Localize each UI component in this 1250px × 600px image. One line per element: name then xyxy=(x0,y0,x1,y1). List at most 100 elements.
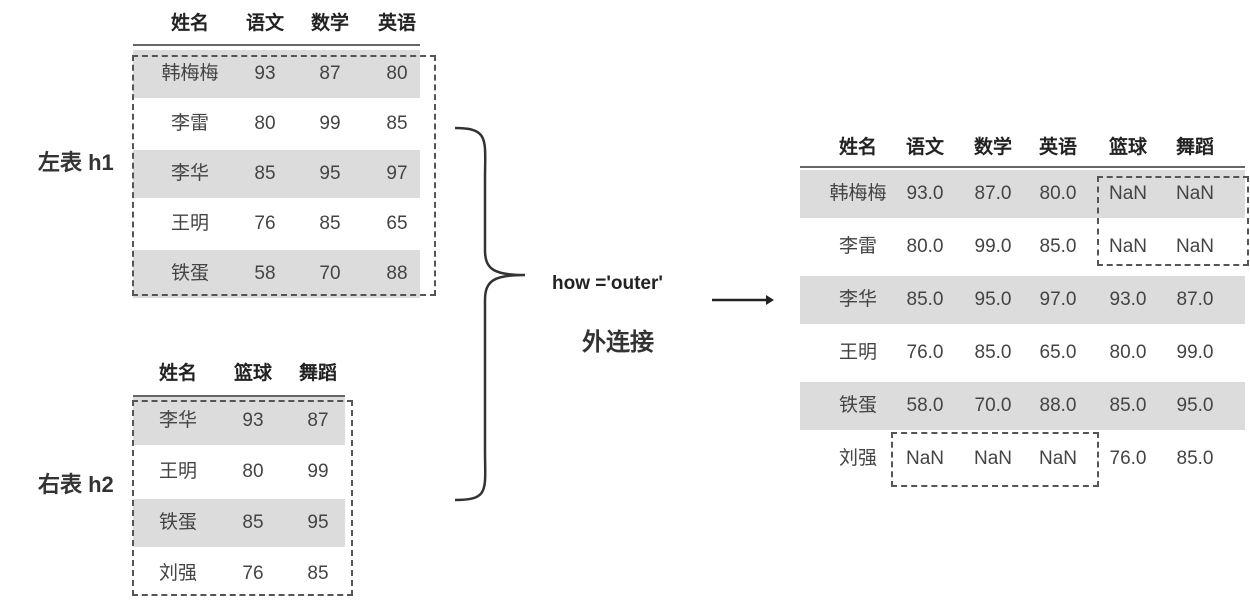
right-table-dashed-box xyxy=(132,400,353,596)
table-cell: 97 xyxy=(386,163,408,184)
table-row xyxy=(133,397,345,445)
table-cell: 99.0 xyxy=(974,236,1012,257)
left-table-header-rule xyxy=(133,44,420,46)
table-cell: NaN xyxy=(1175,236,1214,257)
table-cell: 76 xyxy=(254,213,276,234)
table-cell: 87.0 xyxy=(1176,289,1214,310)
row-name: 李华 xyxy=(158,410,197,431)
table-cell: 70.0 xyxy=(974,395,1012,416)
table-cell: 99 xyxy=(307,461,329,482)
table-cell: 85.0 xyxy=(1109,395,1147,416)
table-cell: 87 xyxy=(319,63,341,84)
row-name: 李华 xyxy=(170,163,209,184)
table-cell: 85.0 xyxy=(974,342,1012,363)
column-header: 姓名 xyxy=(838,137,877,158)
table-cell: 76.0 xyxy=(1109,448,1147,469)
column-header: 语文 xyxy=(245,13,284,34)
table-cell: 85 xyxy=(319,213,341,234)
table-cell: 80 xyxy=(242,461,264,482)
table-cell: 80.0 xyxy=(1039,183,1077,204)
table-row xyxy=(133,150,420,198)
row-name: 韩梅梅 xyxy=(161,63,219,84)
operation-code: how ='outer' xyxy=(552,273,663,294)
table-cell: 80.0 xyxy=(906,236,944,257)
row-name: 刘强 xyxy=(158,563,197,584)
column-header: 舞蹈 xyxy=(298,363,337,384)
row-name: 刘强 xyxy=(838,448,877,469)
table-cell: NaN xyxy=(1175,183,1214,204)
result-table-header-rule xyxy=(800,166,1245,168)
table-cell: 87.0 xyxy=(974,183,1012,204)
table-cell: NaN xyxy=(1038,448,1077,469)
table-cell: 88.0 xyxy=(1039,395,1077,416)
table-cell: 85 xyxy=(386,113,408,134)
column-header: 舞蹈 xyxy=(1175,137,1214,158)
table-cell: 95 xyxy=(307,512,329,533)
column-header: 数学 xyxy=(310,13,349,34)
table-row xyxy=(800,170,1245,218)
table-cell: 93 xyxy=(242,410,264,431)
row-name: 王明 xyxy=(838,342,877,363)
table-cell: 80 xyxy=(386,63,408,84)
table-cell: 70 xyxy=(319,263,341,284)
arrow-right-icon xyxy=(712,295,774,305)
table-cell: 58.0 xyxy=(906,395,944,416)
row-name: 铁蛋 xyxy=(838,395,877,416)
column-header: 英语 xyxy=(1038,137,1077,158)
row-name: 王明 xyxy=(158,461,197,482)
column-header: 姓名 xyxy=(170,13,209,34)
row-name: 铁蛋 xyxy=(158,512,197,533)
column-header: 语文 xyxy=(905,137,944,158)
table-cell: NaN xyxy=(1108,183,1147,204)
row-name: 铁蛋 xyxy=(170,263,209,284)
table-cell: NaN xyxy=(973,448,1012,469)
table-cell: 85 xyxy=(307,563,329,584)
result-nan-box-bottom xyxy=(891,432,1099,487)
table-cell: 85 xyxy=(242,512,264,533)
table-row xyxy=(800,276,1245,324)
table-row xyxy=(133,499,345,547)
table-cell: 85.0 xyxy=(1039,236,1077,257)
operation-caption: 外连接 xyxy=(582,329,654,356)
table-cell: 85.0 xyxy=(906,289,944,310)
table-cell: 65 xyxy=(386,213,408,234)
row-name: 李华 xyxy=(838,289,877,310)
row-name: 韩梅梅 xyxy=(829,183,887,204)
table-cell: 95.0 xyxy=(1176,395,1214,416)
row-name: 王明 xyxy=(170,213,209,234)
left-table-dashed-box xyxy=(132,55,436,296)
column-header: 英语 xyxy=(377,13,416,34)
column-header: 篮球 xyxy=(1108,137,1147,158)
table-cell: 95.0 xyxy=(974,289,1012,310)
right-table-label: 右表 h2 xyxy=(38,472,114,497)
result-nan-box-right xyxy=(1097,176,1249,266)
table-cell: 97.0 xyxy=(1039,289,1077,310)
table-cell: 85 xyxy=(254,163,276,184)
table-cell: 93 xyxy=(254,63,276,84)
table-row xyxy=(800,382,1245,430)
right-table-header-rule xyxy=(133,395,345,397)
table-cell: 58 xyxy=(254,263,276,284)
table-row xyxy=(133,250,420,298)
table-cell: NaN xyxy=(905,448,944,469)
table-cell: 80 xyxy=(254,113,276,134)
column-header: 篮球 xyxy=(233,363,272,384)
row-name: 李雷 xyxy=(170,113,209,134)
left-table-label: 左表 h1 xyxy=(38,150,114,175)
table-cell: 93.0 xyxy=(1109,289,1147,310)
table-cell: 76.0 xyxy=(906,342,944,363)
table-cell: 99.0 xyxy=(1176,342,1214,363)
column-header: 数学 xyxy=(973,137,1012,158)
column-header: 姓名 xyxy=(158,363,197,384)
table-cell: 80.0 xyxy=(1109,342,1147,363)
table-cell: 76 xyxy=(242,563,264,584)
table-cell: 99 xyxy=(319,113,341,134)
table-cell: 88 xyxy=(386,263,408,284)
table-cell: 87 xyxy=(307,410,329,431)
table-cell: 65.0 xyxy=(1039,342,1077,363)
row-name: 李雷 xyxy=(838,236,877,257)
table-row xyxy=(133,50,420,98)
table-cell: 85.0 xyxy=(1176,448,1214,469)
curly-brace-icon xyxy=(454,126,526,502)
table-cell: 95 xyxy=(319,163,341,184)
